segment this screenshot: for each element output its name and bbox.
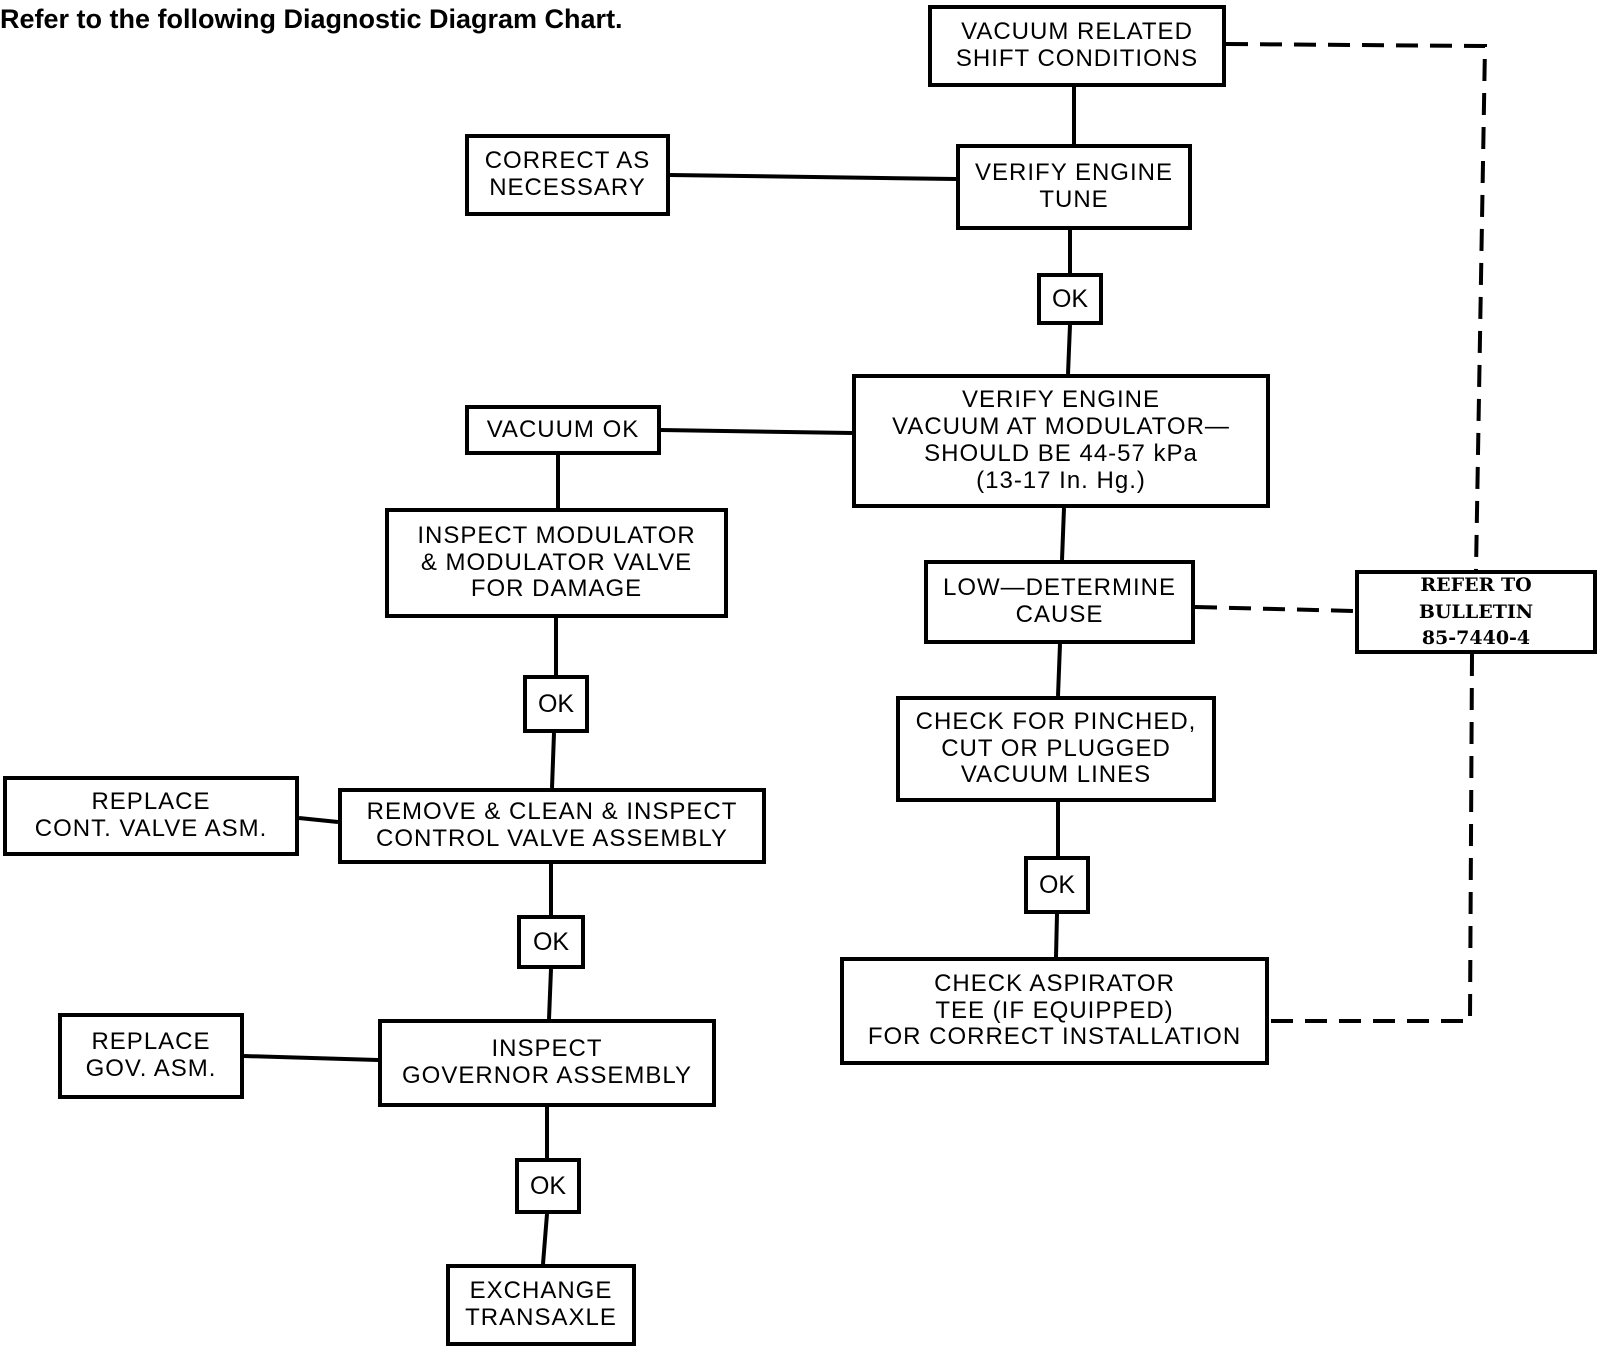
node-line: SHIFT CONDITIONS bbox=[955, 45, 1199, 72]
dashed-link-low-to-bulletin bbox=[1194, 605, 1356, 613]
node-line: REPLACE bbox=[91, 788, 211, 816]
connector-verify-tune-to-correct bbox=[669, 173, 957, 181]
node-line: CONTROL VALVE ASSEMBLY bbox=[376, 825, 728, 852]
node-ok-modulator: OK bbox=[523, 675, 589, 733]
node-line: LOW—DETERMINE bbox=[942, 574, 1176, 602]
node-line: OK bbox=[537, 690, 575, 718]
connector-verify-vacuum-to-vacuum-ok bbox=[660, 428, 853, 435]
node-line: VACUUM AT MODULATOR— bbox=[892, 413, 1230, 441]
node-verify-engine-vacuum: VERIFY ENGINE VACUUM AT MODULATOR— SHOUL… bbox=[852, 374, 1270, 508]
connector-inspect-governor-to-replace-governor bbox=[243, 1054, 379, 1062]
node-ok-control-valve: OK bbox=[517, 915, 585, 969]
node-line: (13-17 In. Hg.) bbox=[976, 466, 1146, 494]
node-line: OK bbox=[1038, 871, 1076, 899]
connector-ok-to-check-aspirator bbox=[1054, 913, 1059, 958]
node-line: VERIFY ENGINE bbox=[962, 386, 1160, 414]
node-line: BULLETIN bbox=[1418, 600, 1534, 623]
connector-verify-vacuum-to-low bbox=[1060, 507, 1066, 561]
connector-ok-to-remove-clean bbox=[550, 732, 556, 789]
node-line: CHECK ASPIRATOR bbox=[934, 969, 1175, 997]
node-remove-clean-inspect: REMOVE & CLEAN & INSPECT CONTROL VALVE A… bbox=[338, 788, 766, 864]
node-exchange-transaxle: EXCHANGE TRANSAXLE bbox=[446, 1264, 636, 1346]
node-inspect-governor: INSPECT GOVERNOR ASSEMBLY bbox=[378, 1019, 716, 1107]
node-line: CAUSE bbox=[1015, 601, 1104, 628]
connector-low-to-check-lines bbox=[1056, 643, 1062, 697]
node-line: FOR DAMAGE bbox=[470, 575, 643, 603]
node-line: OK bbox=[532, 928, 570, 956]
node-line: VACUUM OK bbox=[486, 415, 640, 443]
node-ok-vacuum-lines: OK bbox=[1024, 856, 1090, 914]
node-line: VACUUM LINES bbox=[960, 761, 1152, 789]
node-vacuum-ok: VACUUM OK bbox=[465, 405, 661, 455]
node-line: 85-7440-4 bbox=[1421, 627, 1531, 650]
node-line: CUT OR PLUGGED bbox=[941, 734, 1171, 762]
node-line: SHOULD BE 44-57 kPa bbox=[924, 440, 1198, 467]
node-low-determine-cause: LOW—DETERMINE CAUSE bbox=[924, 560, 1195, 644]
node-ok-engine-tune: OK bbox=[1037, 273, 1103, 325]
node-ok-governor: OK bbox=[515, 1158, 581, 1214]
connector-ok-to-exchange-transaxle bbox=[541, 1213, 549, 1265]
node-line: TRANSAXLE bbox=[465, 1304, 617, 1331]
node-line: GOV. ASM. bbox=[85, 1055, 217, 1082]
dashed-link-aspirator-to-bulletin bbox=[1269, 653, 1474, 1023]
node-line: VACUUM RELATED bbox=[961, 18, 1193, 46]
node-line: INSPECT MODULATOR bbox=[417, 521, 696, 549]
node-verify-engine-tune: VERIFY ENGINE TUNE bbox=[956, 144, 1192, 230]
node-line: INSPECT bbox=[491, 1035, 603, 1063]
connector-ok-to-inspect-governor bbox=[547, 968, 553, 1020]
node-replace-governor: REPLACE GOV. ASM. bbox=[58, 1013, 244, 1099]
node-line: TUNE bbox=[1039, 186, 1109, 213]
node-line: REMOVE & CLEAN & INSPECT bbox=[366, 798, 738, 826]
node-line: REPLACE bbox=[91, 1028, 211, 1056]
node-check-aspirator-tee: CHECK ASPIRATOR TEE (IF EQUIPPED) FOR CO… bbox=[840, 957, 1269, 1065]
dashed-link-vacuum-related-to-bulletin bbox=[1225, 42, 1488, 571]
connector-ok-to-verify-vacuum bbox=[1066, 324, 1072, 375]
node-check-vacuum-lines: CHECK FOR PINCHED, CUT OR PLUGGED VACUUM… bbox=[896, 696, 1216, 802]
node-replace-control-valve: REPLACE CONT. VALVE ASM. bbox=[3, 776, 299, 856]
node-line: CHECK FOR PINCHED, bbox=[915, 707, 1197, 735]
node-line: VERIFY ENGINE bbox=[975, 159, 1173, 187]
connector-remove-clean-to-replace-valve bbox=[298, 816, 339, 824]
node-inspect-modulator: INSPECT MODULATOR & MODULATOR VALVE FOR … bbox=[385, 508, 728, 618]
node-correct-as-necessary: CORRECT AS NECESSARY bbox=[465, 134, 670, 216]
node-line: NECESSARY bbox=[489, 174, 646, 201]
node-line: GOVERNOR ASSEMBLY bbox=[402, 1062, 692, 1089]
node-line: EXCHANGE bbox=[469, 1277, 613, 1305]
node-line: TEE (IF EQUIPPED) bbox=[935, 996, 1174, 1024]
node-line: OK bbox=[1051, 285, 1089, 313]
node-line: FOR CORRECT INSTALLATION bbox=[867, 1023, 1242, 1051]
node-line: REFER TO bbox=[1420, 574, 1532, 597]
diagram-intro-text: Refer to the following Diagnostic Diagra… bbox=[0, 4, 623, 34]
node-refer-to-bulletin: REFER TO BULLETIN 85-7440-4 bbox=[1355, 570, 1597, 654]
node-vacuum-related-shift-conditions: VACUUM RELATED SHIFT CONDITIONS bbox=[928, 5, 1226, 87]
node-line: OK bbox=[529, 1172, 567, 1200]
node-line: CONT. VALVE ASM. bbox=[34, 815, 268, 842]
node-line: CORRECT AS bbox=[484, 147, 651, 175]
node-line: & MODULATOR VALVE bbox=[420, 548, 693, 576]
